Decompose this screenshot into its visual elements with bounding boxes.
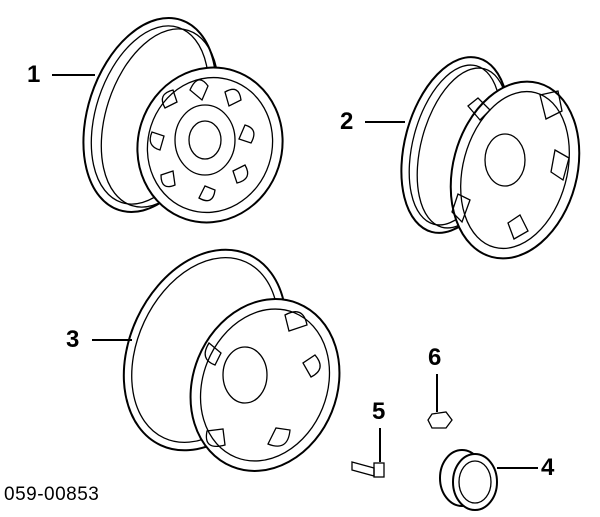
callout-3: 3	[66, 326, 80, 353]
callout-2: 2	[340, 108, 354, 135]
wheel-3	[122, 248, 341, 472]
valve-stem	[351, 461, 385, 478]
callout-4: 4	[541, 454, 555, 481]
callout-1: 1	[27, 61, 41, 88]
diagram-code: 059-00853	[4, 484, 100, 505]
lug-nut	[427, 411, 453, 429]
callout-5: 5	[372, 398, 386, 425]
wheel-2	[400, 56, 581, 260]
callout-6: 6	[428, 344, 442, 371]
wheel-1	[82, 16, 284, 224]
center-cap	[439, 449, 498, 511]
